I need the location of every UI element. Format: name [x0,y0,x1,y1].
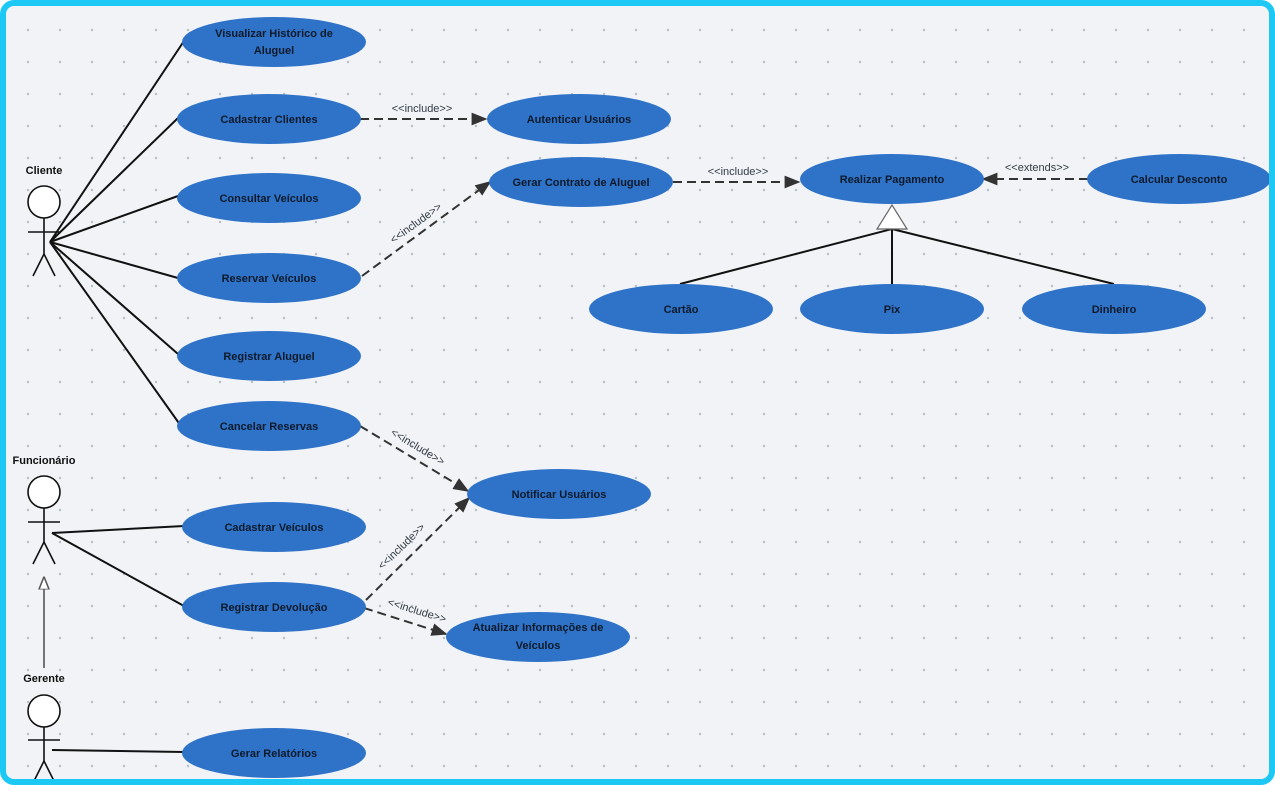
generalization-triangle [875,203,909,230]
use-case-atualizar-informacoes-line-2: Veículos [516,640,561,652]
use-case-consultar-veiculos-label: Consultar Veículos [219,193,318,205]
use-case-registrar-devolucao[interactable]: Registrar Devolução [182,582,366,632]
use-case-autenticar-usuarios-label: Autenticar Usuários [527,114,632,126]
use-case-cadastrar-veiculos[interactable]: Cadastrar Veículos [182,502,366,552]
assoc-cliente-cadastrar-clientes [49,117,179,243]
assoc-cliente-reservar-veiculos [49,241,179,279]
use-case-dinheiro-label: Dinheiro [1092,304,1137,316]
use-case-diagram: <<include>> <<include>> <<include>> <<ex… [13,17,1271,779]
cliente-associations [49,40,185,427]
use-case-reservar-veiculos[interactable]: Reservar Veículos [177,253,361,303]
use-case-cadastrar-clientes[interactable]: Cadastrar Clientes [177,94,361,144]
use-case-registrar-aluguel-label: Registrar Aluguel [223,351,314,363]
label-include-cadastrar-autenticar: <<include>> [392,103,453,115]
use-case-cartao-label: Cartão [664,304,699,316]
actor-gerente-head [27,694,61,728]
use-case-registrar-devolucao-label: Registrar Devolução [221,602,328,614]
assoc-gerente-gerar-relatorios [51,749,185,753]
use-case-gerar-contrato[interactable]: Gerar Contrato de Aluguel [489,157,673,207]
use-case-cancelar-reservas-label: Cancelar Reservas [220,421,318,433]
assoc-cliente-consultar-veiculos [49,195,179,243]
actor-cliente-label: Cliente [26,165,63,177]
label-include-contrato-pagamento: <<include>> [708,166,769,178]
include-reservar-gerar-contrato [361,181,492,277]
assoc-cliente-registrar-aluguel [49,241,179,355]
label-include-devolucao-atualizar: <<include>> [386,597,447,626]
use-case-cancelar-reservas[interactable]: Cancelar Reservas [177,401,361,451]
include-cancelar-notificar [359,425,470,492]
use-case-atualizar-informacoes[interactable]: Atualizar Informações de Veículos [446,612,630,662]
use-case-consultar-veiculos[interactable]: Consultar Veículos [177,173,361,223]
use-case-autenticar-usuarios[interactable]: Autenticar Usuários [487,94,671,144]
assoc-funcionario-registrar-devolucao [51,532,185,607]
use-case-dinheiro[interactable]: Dinheiro [1022,284,1206,334]
use-case-notificar-usuarios[interactable]: Notificar Usuários [467,469,651,519]
dependencies [359,112,1088,636]
use-case-visualizar-historico-line-1: Visualizar Histórico de [215,28,333,40]
staff-associations [51,525,185,753]
label-include-reservar-contrato: <<include>> [388,201,444,246]
use-case-gerar-relatorios[interactable]: Gerar Relatórios [182,728,366,778]
use-case-atualizar-informacoes-line-1: Atualizar Informações de [473,622,604,634]
assoc-funcionario-cadastrar-veiculos [51,525,185,534]
use-case-pix[interactable]: Pix [800,284,984,334]
generalization-branch-dinheiro [891,228,1115,285]
assoc-cliente-cancelar-reservas [49,241,182,427]
actor-funcionario-head [27,475,61,509]
use-case-calcular-desconto[interactable]: Calcular Desconto [1087,154,1271,204]
assoc-cliente-visualizar-historico [49,40,185,243]
actor-funcionario [27,475,61,565]
actor-funcionario-label: Funcionário [13,455,76,467]
use-case-notificar-usuarios-label: Notificar Usuários [512,489,607,501]
use-case-calcular-desconto-label: Calcular Desconto [1131,174,1228,186]
use-case-cartao[interactable]: Cartão [589,284,773,334]
use-case-reservar-veiculos-label: Reservar Veículos [222,273,317,285]
use-case-gerar-contrato-label: Gerar Contrato de Aluguel [512,177,649,189]
label-extends-desconto: <<extends>> [1005,162,1069,174]
include-devolucao-notificar [365,496,471,601]
actor-gerente-label: Gerente [23,673,65,685]
use-case-pix-label: Pix [884,304,901,316]
use-case-visualizar-historico[interactable]: Visualizar Histórico de Aluguel [182,17,366,67]
use-case-visualizar-historico-line-2: Aluguel [254,45,294,57]
use-case-realizar-pagamento[interactable]: Realizar Pagamento [800,154,984,204]
include-devolucao-atualizar [363,607,448,636]
generalization-branch-cartao [679,228,893,285]
actor-cliente [27,185,61,277]
actor-gerente [27,694,61,779]
actor-cliente-head [27,185,61,219]
use-case-cadastrar-veiculos-label: Cadastrar Veículos [224,522,323,534]
payment-generalization [679,228,1115,285]
use-case-gerar-relatorios-label: Gerar Relatórios [231,748,317,760]
use-case-registrar-aluguel[interactable]: Registrar Aluguel [177,331,361,381]
use-case-realizar-pagamento-label: Realizar Pagamento [840,174,945,186]
use-case-cadastrar-clientes-label: Cadastrar Clientes [220,114,317,126]
